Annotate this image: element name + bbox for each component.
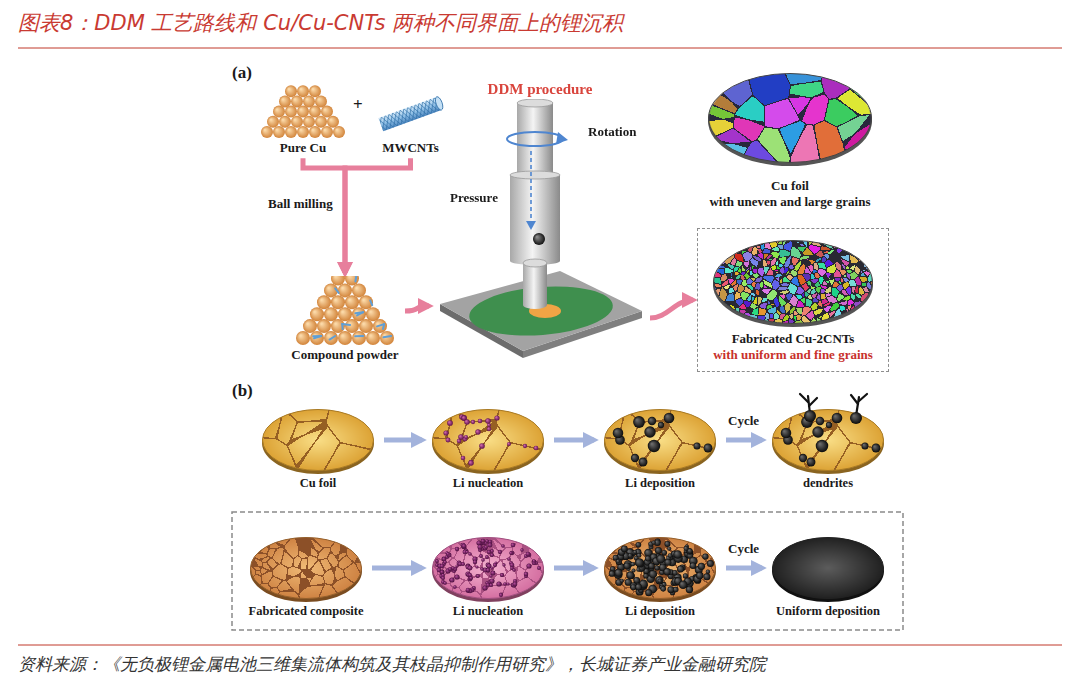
disc-node: Uniform deposition bbox=[766, 518, 890, 620]
node-label: Li deposition bbox=[600, 604, 720, 620]
disc-node: dendrites bbox=[766, 390, 890, 492]
connector bbox=[554, 438, 594, 443]
edge-label: Ball milling bbox=[268, 196, 333, 212]
node-label: Li deposition bbox=[600, 476, 720, 492]
connector bbox=[726, 438, 762, 443]
plus-sign: + bbox=[353, 94, 363, 115]
edge-label: Cycle bbox=[728, 413, 759, 429]
machine-node: DDM procedure bbox=[433, 80, 647, 369]
connector bbox=[650, 300, 693, 318]
node-label: dendrites bbox=[768, 476, 888, 492]
illustration bbox=[600, 518, 720, 603]
connector bbox=[345, 158, 411, 273]
node-label: Cu foil bbox=[258, 476, 378, 492]
node-label: Li nucleation bbox=[428, 476, 548, 492]
illustration bbox=[246, 518, 366, 603]
illustration bbox=[705, 68, 875, 168]
illustration bbox=[290, 276, 400, 346]
edge-label: Cycle bbox=[728, 541, 759, 557]
node-label: Fabricated Cu-2CNTs bbox=[708, 331, 878, 347]
connector bbox=[384, 438, 422, 443]
motion-label: Rotation bbox=[588, 124, 636, 140]
connector bbox=[372, 566, 422, 571]
disc-node: Cu foil bbox=[256, 390, 380, 492]
node-label: Li nucleation bbox=[428, 604, 548, 620]
motion-label: Pressure bbox=[450, 190, 498, 206]
connector bbox=[405, 306, 429, 311]
disc-node: Fabricated composite bbox=[244, 518, 368, 620]
illustration bbox=[258, 390, 378, 475]
powder-node: Pure Cu bbox=[256, 84, 350, 156]
source-caption: 资料来源：《无负极锂金属电池三维集流体构筑及其枝晶抑制作用研究》，长城证券产业金… bbox=[18, 654, 766, 675]
disc-node: Li nucleation bbox=[426, 390, 550, 492]
dashed-box: Fabricated Cu-2CNTswith uniform and fine… bbox=[697, 228, 889, 372]
node-label: Pure Cu bbox=[258, 140, 348, 156]
caption-rule bbox=[18, 645, 1062, 646]
illustration bbox=[428, 518, 548, 603]
connector bbox=[554, 566, 594, 571]
connector bbox=[303, 158, 345, 273]
node-label: with uniform and fine grains bbox=[708, 347, 878, 363]
figure-title: 图表8：DDM 工艺路线和 Cu/Cu-CNTs 两种不同界面上的锂沉积 bbox=[18, 10, 623, 36]
illustration bbox=[768, 390, 888, 475]
node-label: with uneven and large grains bbox=[705, 194, 875, 210]
dashed-frame bbox=[232, 512, 903, 630]
panel-letter: (a) bbox=[232, 62, 252, 83]
node-label: Cu foil bbox=[705, 178, 875, 194]
illustration bbox=[768, 518, 888, 603]
illustration bbox=[428, 390, 548, 475]
illustration bbox=[435, 99, 645, 369]
node-label: Compound powder bbox=[290, 347, 400, 363]
illustration bbox=[258, 84, 348, 139]
node-label: Uniform deposition bbox=[768, 604, 888, 620]
disc-node: Li deposition bbox=[598, 390, 722, 492]
node-label: Fabricated composite bbox=[246, 604, 366, 620]
panel-letter: (b) bbox=[232, 380, 253, 401]
connector bbox=[726, 566, 762, 571]
illustration bbox=[600, 390, 720, 475]
grain-disc-node: Cu foilwith uneven and large grains bbox=[703, 68, 877, 211]
disc-node: Li nucleation bbox=[426, 518, 550, 620]
node-label: DDM procedure bbox=[435, 80, 645, 99]
powder-node: Compound powder bbox=[288, 276, 402, 363]
title-rule bbox=[18, 48, 1062, 49]
illustration bbox=[708, 235, 878, 330]
disc-node: Li deposition bbox=[598, 518, 722, 620]
